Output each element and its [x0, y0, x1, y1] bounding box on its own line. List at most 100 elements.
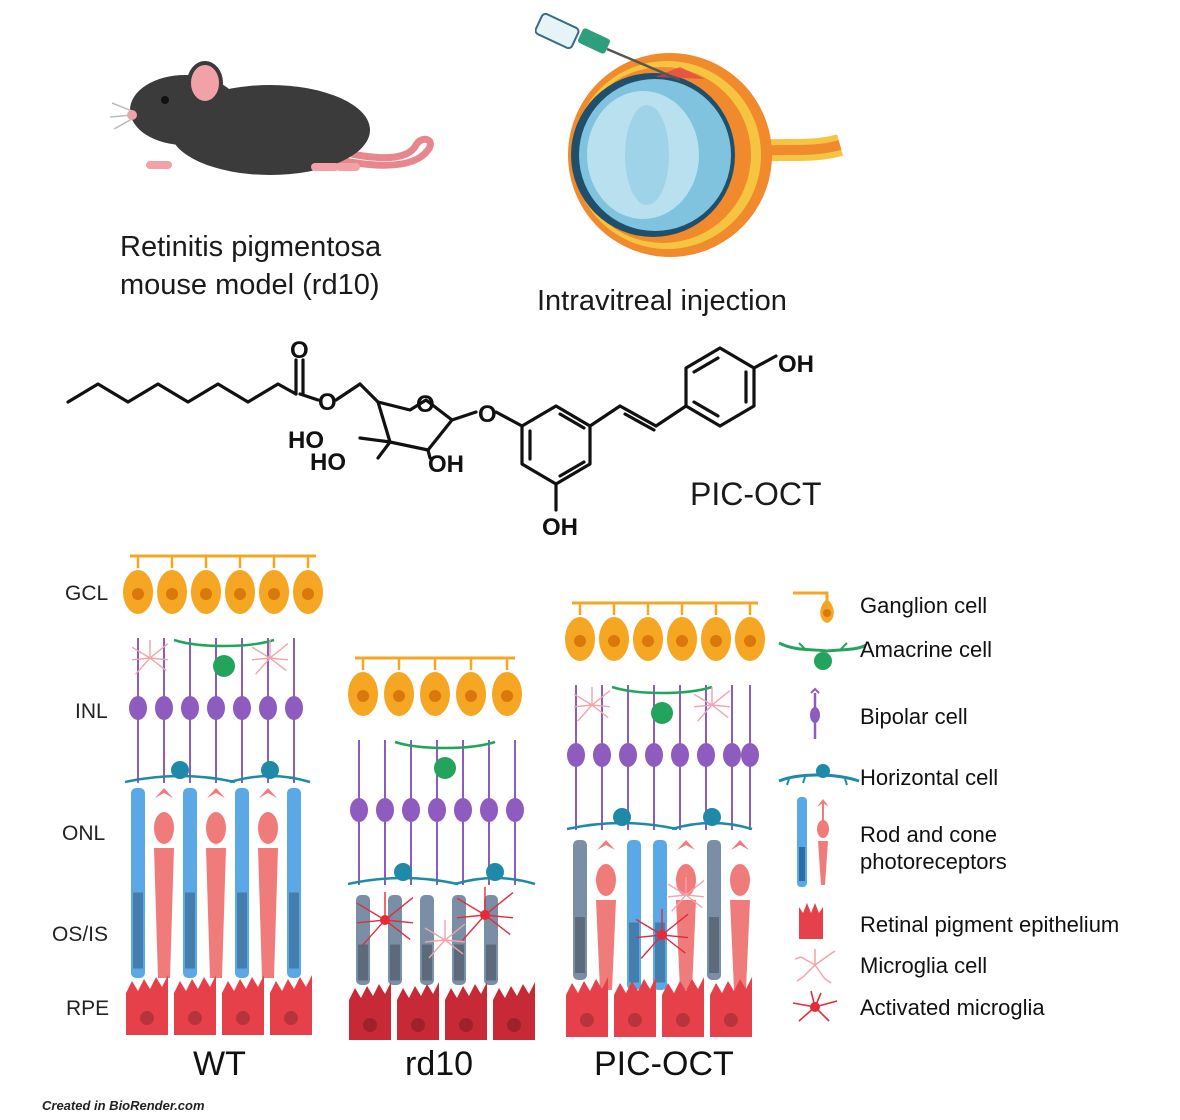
horizontal-cell: [703, 808, 721, 826]
rpe-nucleus: [140, 1011, 154, 1025]
bipolar-cell: [402, 798, 420, 822]
ganglion-nucleus: [200, 588, 212, 600]
cone-outer-segment: [154, 848, 174, 978]
bipolar-cell: [428, 798, 446, 822]
bipolar-cell: [129, 696, 147, 720]
legend-label-amacrine: Amacrine cell: [860, 637, 993, 662]
legend-label-horizontal: Horizontal cell: [860, 765, 999, 790]
cone-outer-segment: [676, 900, 696, 990]
mouse-caption-line2: mouse model (rd10): [120, 269, 380, 301]
bipolar-cell: [207, 696, 225, 720]
microglia-process: [269, 657, 287, 672]
rpe-nucleus: [188, 1011, 202, 1025]
amacrine-cell: [651, 702, 673, 724]
ganglion-nucleus: [234, 588, 246, 600]
bipolar-cell: [723, 743, 741, 767]
bipolar-cell: [671, 743, 689, 767]
microglia-process: [251, 646, 271, 659]
legend-label-bipolar: Bipolar cell: [860, 704, 968, 729]
bipolar-cell: [233, 696, 251, 720]
activated-microglia: [380, 915, 390, 925]
legend-rpe-icon: [799, 903, 823, 939]
rpe-nucleus: [411, 1018, 425, 1032]
microglia-process: [591, 704, 611, 708]
cone-photoreceptor: [730, 864, 750, 896]
cone-synapse: [207, 788, 225, 798]
ganglion-nucleus: [744, 635, 756, 647]
mouse-caption: Retinitis pigmentosa mouse model (rd10): [120, 228, 460, 304]
cone-synapse: [597, 840, 615, 850]
horizontal-cell: [486, 863, 504, 881]
mouse-caption-line1: Retinitis pigmentosa: [120, 231, 382, 263]
bipolar-cell: [697, 743, 715, 767]
rpe-nucleus: [363, 1018, 377, 1032]
ganglion-nucleus: [710, 635, 722, 647]
bipolar-cell: [454, 798, 472, 822]
cone-synapse: [259, 788, 277, 798]
ring-oxygen: O: [416, 391, 435, 418]
rpe-cell: [349, 982, 391, 1042]
rod-photoreceptor: [356, 895, 370, 985]
bipolar-cell: [155, 696, 173, 720]
rod-photoreceptor: [627, 840, 641, 990]
legend-label-photoreceptors: Rod and cone photoreceptors: [860, 822, 1007, 874]
injection-caption: Intravitreal injection: [537, 285, 787, 317]
legend-activated-microglia-icon: [792, 990, 838, 1022]
rpe-nucleus: [724, 1013, 738, 1027]
bipolar-cell: [567, 743, 585, 767]
legend: Ganglion cell Amacrine cell Bipolar cell…: [775, 585, 1175, 1035]
legend-photoreceptor-icon: [797, 797, 829, 887]
rpe-nucleus: [676, 1013, 690, 1027]
microglia-process: [711, 704, 729, 719]
horizontal-cell: [613, 808, 631, 826]
microglia-process: [685, 880, 705, 896]
ganglion-nucleus: [465, 690, 477, 702]
amacrine-dendrite: [394, 740, 496, 750]
rpe-cell: [397, 982, 439, 1042]
bipolar-cell: [376, 798, 394, 822]
rod-photoreceptor: [420, 895, 434, 985]
rpe-cell: [662, 977, 704, 1037]
layer-label-inl: INL: [75, 700, 108, 723]
bipolar-cell: [259, 696, 277, 720]
rod-photoreceptor: [573, 840, 587, 980]
legend-label-activated-microglia: Activated microglia: [860, 995, 1045, 1020]
microglia-process: [685, 894, 705, 898]
amacrine-cell: [213, 655, 235, 677]
rpe-cell: [566, 977, 608, 1037]
microglia-process: [635, 918, 663, 936]
rod-photoreceptor: [183, 788, 197, 978]
bipolar-cell: [645, 743, 663, 767]
cone-synapse: [731, 840, 749, 850]
bipolar-cell: [285, 696, 303, 720]
cone-synapse: [155, 788, 173, 798]
rod-outer-segment: [422, 944, 432, 981]
rpe-cell: [126, 975, 168, 1035]
eye-injection-illustration: [534, 5, 845, 270]
amacrine-dendrite: [611, 685, 713, 695]
microglia-process: [149, 643, 169, 659]
microglia-process: [269, 657, 289, 661]
microglia-process: [131, 646, 151, 659]
microglia-process: [697, 704, 713, 722]
legend-ganglion-icon: [793, 591, 834, 623]
ganglion-nucleus: [608, 635, 620, 647]
legend-label-microglia: Microglia cell: [860, 953, 988, 978]
microglia-process: [577, 704, 593, 722]
microglia-process: [484, 892, 514, 916]
rpe-cell: [614, 977, 656, 1037]
bipolar-cell: [181, 696, 199, 720]
microglia-process: [444, 939, 464, 955]
microglia-process: [711, 690, 731, 706]
panel-title-rd10: rd10: [405, 1045, 474, 1083]
horizontal-cell: [261, 761, 279, 779]
ganglion-nucleus: [676, 635, 688, 647]
biorender-credit: Created in BioRender.com: [42, 1098, 205, 1113]
cone-photoreceptor: [206, 812, 226, 844]
microglia-process: [573, 693, 593, 706]
bipolar-cell: [619, 743, 637, 767]
microglia-process: [149, 657, 169, 661]
cone-outer-segment: [730, 900, 750, 990]
microglia-process: [573, 704, 593, 708]
microglia-process: [685, 894, 703, 909]
